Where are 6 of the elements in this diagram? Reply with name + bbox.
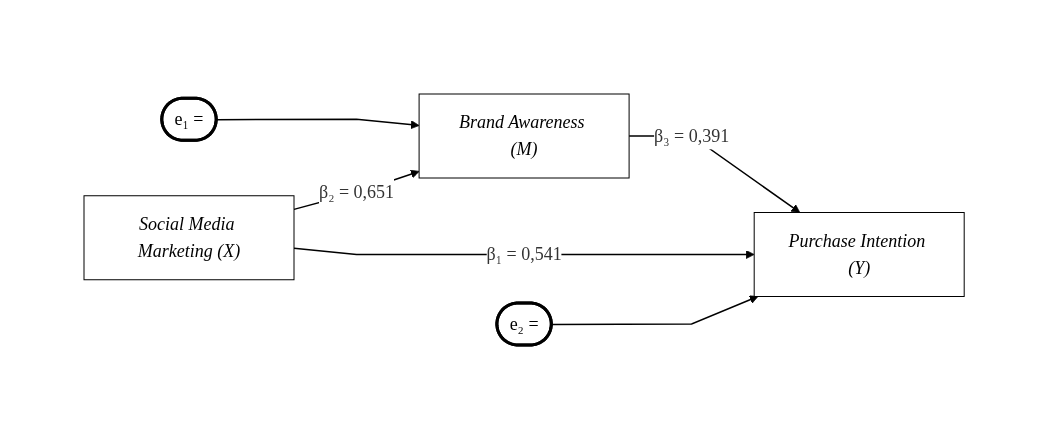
edge-label: β₂ = 0,651 bbox=[318, 182, 394, 202]
node-box: Brand Awareness (M) bbox=[418, 93, 630, 179]
edge-label: β₃ = 0,391 bbox=[654, 125, 730, 146]
edge-label: β₁ = 0,541 bbox=[486, 244, 562, 264]
node-box: Purchase Intention (Y) bbox=[753, 212, 965, 297]
node-box: Social Media Marketing (X) bbox=[83, 195, 295, 281]
